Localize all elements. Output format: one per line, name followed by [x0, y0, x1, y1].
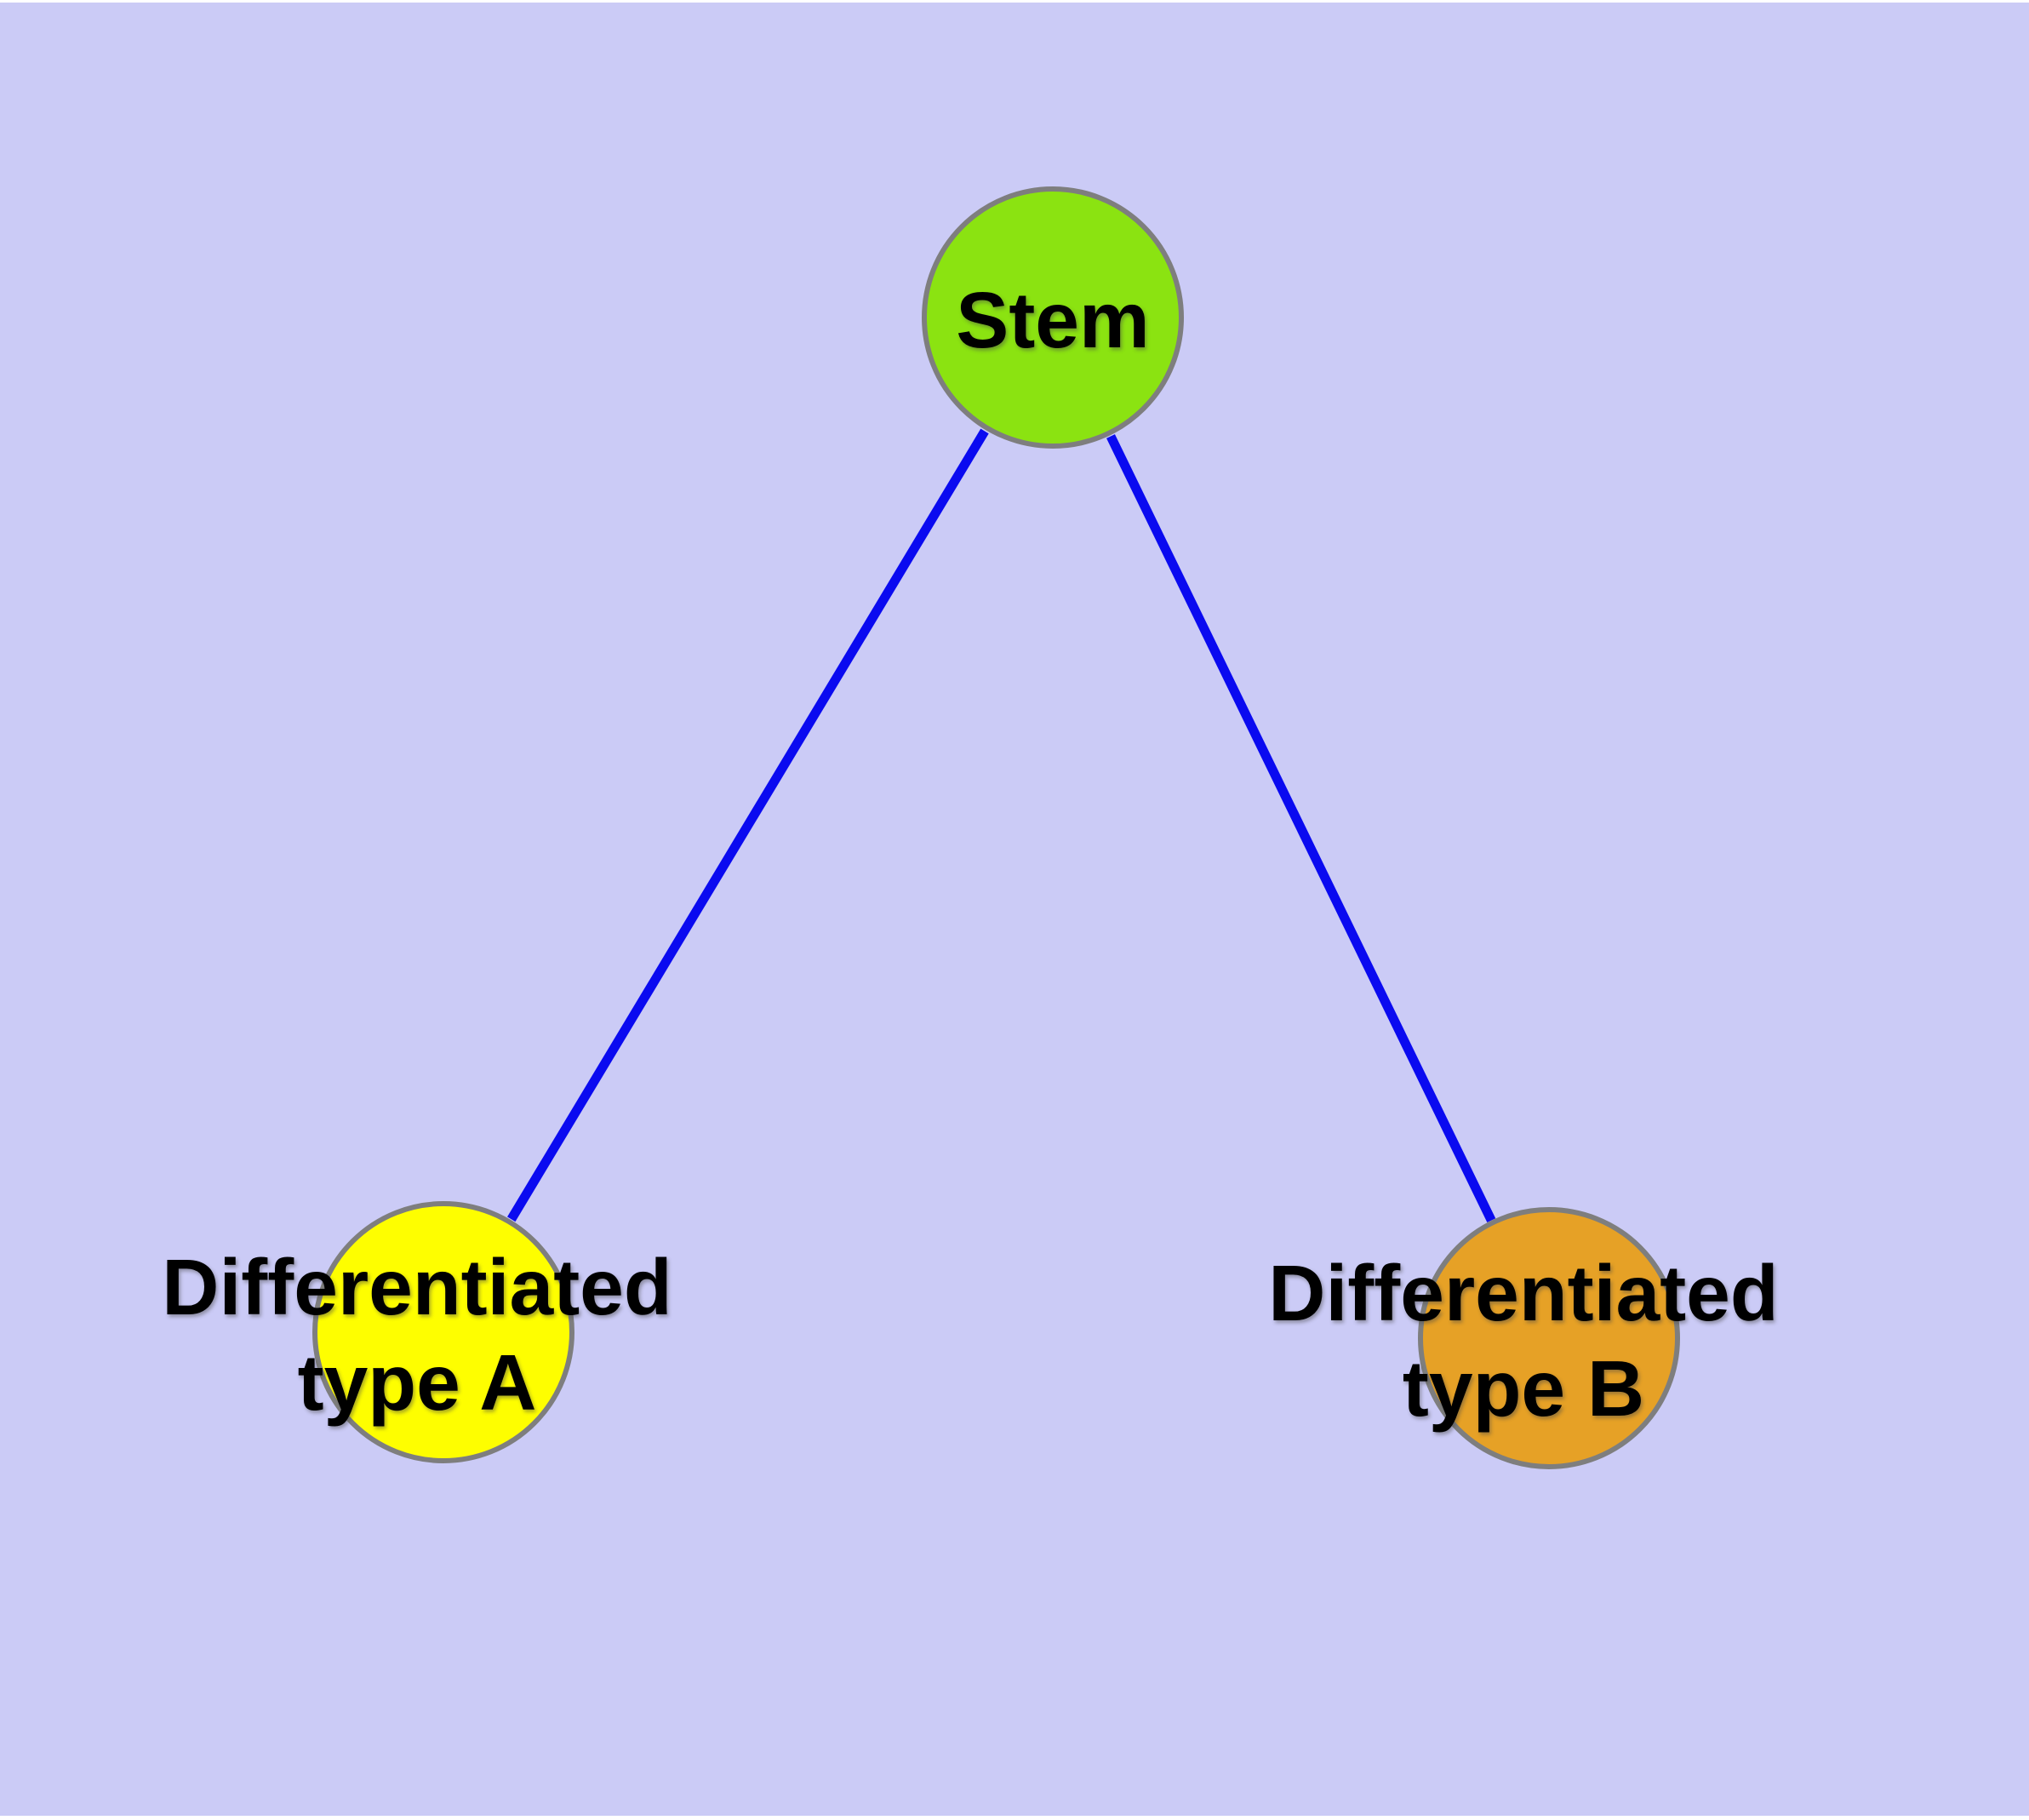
node-differentiated-type-a — [312, 1201, 574, 1463]
node-type-a-label-line2: type A — [297, 1338, 537, 1427]
node-type-b-label-line2: type B — [1402, 1344, 1645, 1433]
node-stem-label: Stem — [956, 276, 1150, 364]
node-differentiated-type-b — [1418, 1207, 1680, 1469]
node-type-a-label-line1: Differentiated — [162, 1243, 672, 1331]
node-type-a-label: Differentiated type A — [162, 1239, 672, 1430]
node-type-b-label: Differentiated type B — [1268, 1245, 1778, 1436]
node-stem — [922, 186, 1184, 449]
node-type-b-label-line1: Differentiated — [1268, 1249, 1779, 1337]
